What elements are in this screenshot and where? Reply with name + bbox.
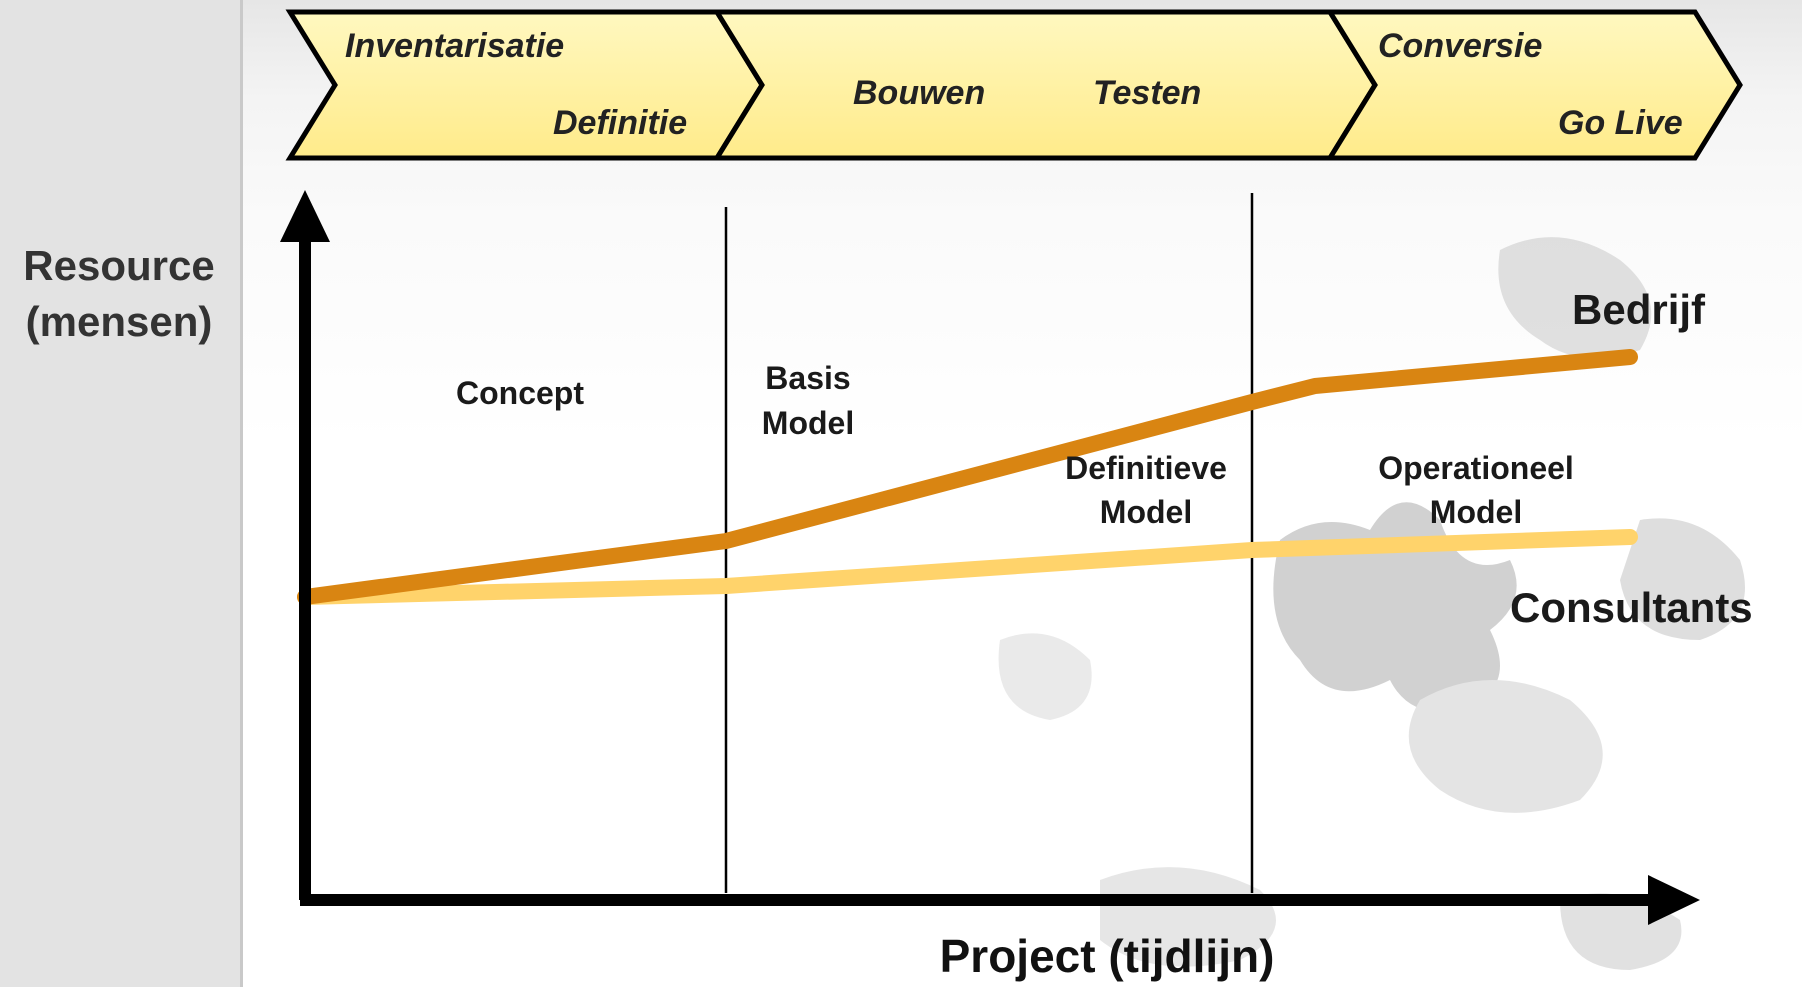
series-label-bedrijf: Bedrijf — [1572, 286, 1706, 333]
stage-basis-label-2: Model — [762, 405, 854, 441]
x-axis-arrowhead — [1648, 875, 1700, 925]
stage-concept-label: Concept — [456, 375, 584, 411]
series-label-consultants: Consultants — [1510, 584, 1753, 631]
phase-1-bottom-label: Definitie — [553, 104, 687, 142]
y-axis-title-line-1: Resource — [23, 242, 215, 289]
phase-2-left-label: Bouwen — [853, 74, 985, 112]
phase-chevron-1: Inventarisatie Definitie — [285, 9, 765, 161]
x-axis-title: Project (tijdlijn) — [940, 930, 1275, 982]
phase-3-top-label: Conversie — [1378, 27, 1542, 65]
phase-2-right-label: Testen — [1093, 74, 1201, 112]
y-axis-title: Resource (mensen) — [8, 238, 230, 350]
phase-chevron-3: Conversie Go Live — [1325, 9, 1743, 161]
stage-operationeel-label-1: Operationeel — [1378, 450, 1574, 486]
stage-definitieve-label-2: Model — [1100, 494, 1192, 530]
stage-operationeel-label-2: Model — [1430, 494, 1522, 530]
series-line-bedrijf — [297, 349, 1638, 605]
left-panel — [0, 0, 243, 987]
stage-basis-label-1: Basis — [765, 360, 850, 396]
puzzle-background — [243, 0, 1802, 987]
phase-chevron-2: Bouwen Testen — [712, 9, 1378, 161]
y-axis-arrowhead — [280, 190, 330, 242]
phase-1-top-label: Inventarisatie — [345, 27, 564, 65]
phase-3-bottom-label: Go Live — [1558, 104, 1683, 142]
series-line-consultants — [297, 529, 1638, 605]
y-axis-title-line-2: (mensen) — [25, 298, 213, 345]
stage-definitieve-label-1: Definitieve — [1065, 450, 1227, 486]
